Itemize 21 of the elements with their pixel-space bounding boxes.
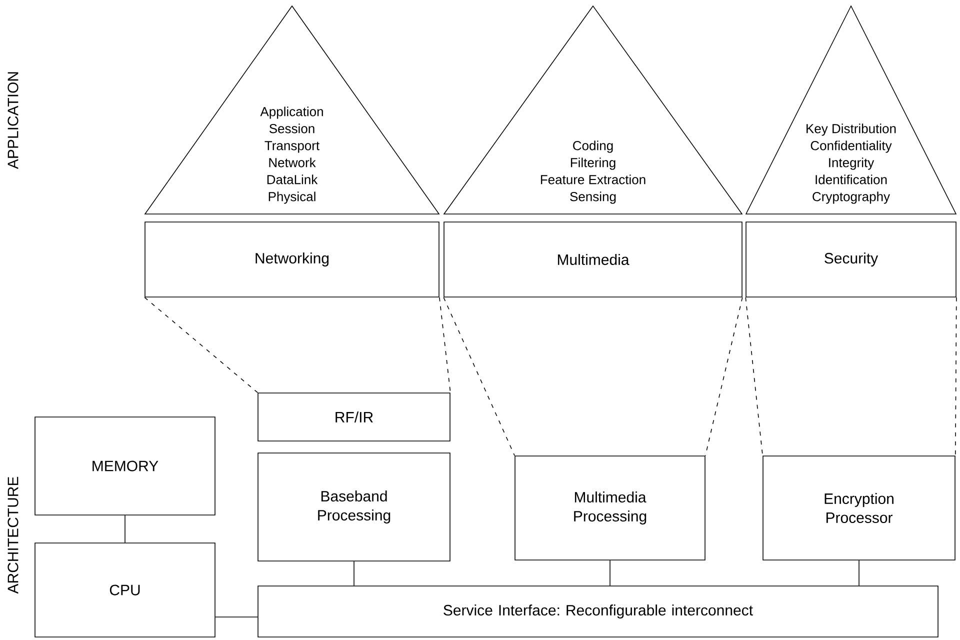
- connector-line: [955, 297, 957, 456]
- connector-line: [745, 297, 763, 456]
- connector-line: [144, 297, 258, 393]
- box: Multimedia Processing: [514, 456, 706, 560]
- connector-line: [443, 297, 515, 456]
- side-title: APPLICATION: [8, 72, 18, 169]
- box: Encryption Processor: [762, 456, 956, 560]
- connector-line: [858, 560, 860, 586]
- box: Networking: [144, 222, 440, 298]
- box: RF/IR: [258, 392, 450, 442]
- connector-line: [705, 297, 743, 456]
- side-title: ARCHITECTURE: [8, 476, 18, 594]
- box: MEMORY: [34, 416, 216, 516]
- connector-line: [124, 515, 126, 543]
- box: CPU: [34, 542, 216, 638]
- box: Service Interface: Reconfigurable interconnect: [258, 586, 938, 638]
- box: Security: [746, 222, 956, 298]
- connector-line: [215, 616, 258, 618]
- box: Baseband Processing: [258, 452, 450, 562]
- connector-line: [439, 297, 451, 393]
- box: Multimedia: [444, 222, 742, 298]
